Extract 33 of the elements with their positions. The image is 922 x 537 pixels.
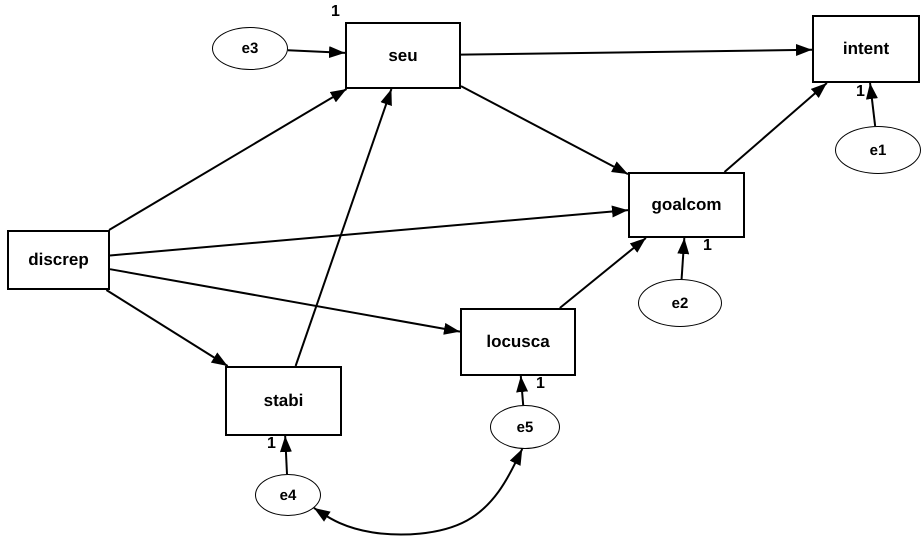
node-label: discrep [28,250,89,270]
arrow [313,448,524,536]
arrow [110,206,628,256]
error-term-ellipse [255,474,321,516]
node-label: e5 [516,418,534,436]
arrow [288,46,346,58]
node-label: goalcom [652,195,722,215]
node-label: e1 [870,142,886,158]
arrow [108,88,348,231]
node-label: stabi [264,391,304,411]
variable-box [345,22,461,89]
variable-box [7,230,110,290]
variable-box [628,172,745,238]
arrow [106,289,228,367]
variable-box [812,15,920,83]
arrow [516,376,528,406]
arrow [866,82,878,126]
node-label: locusca [486,332,550,352]
arrow [559,237,647,309]
variable-box [225,366,342,436]
node-label: e3 [242,40,258,57]
arrow [460,44,812,56]
arrow [724,82,828,173]
node-label: intent [842,39,890,59]
arrow [294,88,392,366]
node-label: e2 [672,294,688,312]
arrow [677,238,690,280]
arrow [110,268,460,335]
arrow [460,85,628,176]
arrow [280,436,292,474]
node-label: seu [388,46,418,66]
node-label: e4 [280,486,296,504]
variable-box [460,308,576,376]
